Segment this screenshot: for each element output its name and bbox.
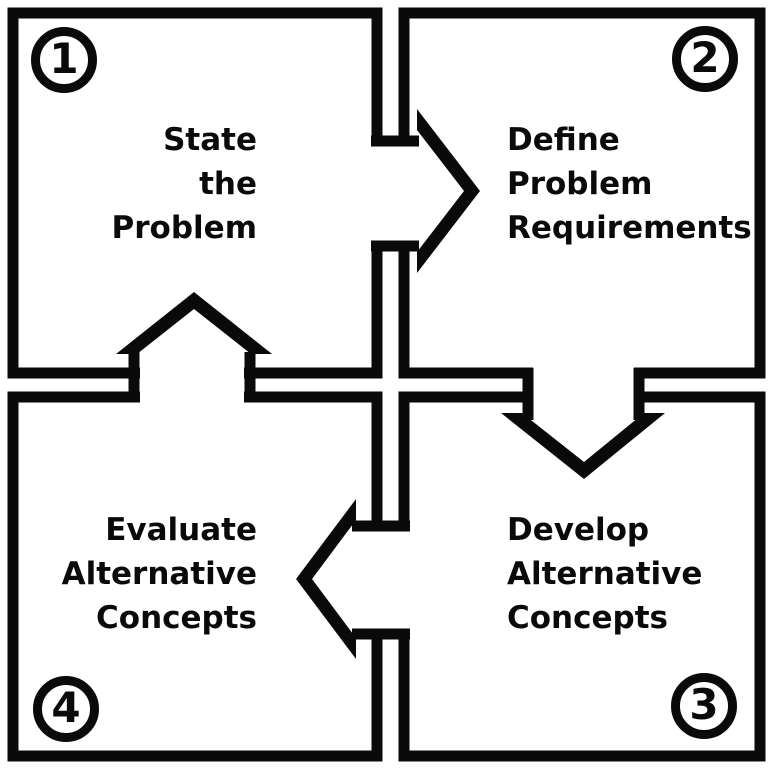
arrow-4-to-1-head-icon xyxy=(116,292,272,354)
step-3-label-line: Alternative xyxy=(507,556,703,592)
step-1-label-line: Problem xyxy=(111,210,257,246)
arrow-1-to-2-head-icon xyxy=(417,109,480,273)
arrow-2-to-3-head-icon xyxy=(501,413,665,479)
arrow-2-to-3-channel-caps xyxy=(522,368,645,420)
step-4-number: 4 xyxy=(51,683,81,732)
step-4-label: Evaluate Alternative Concepts xyxy=(40,508,257,640)
step-2-label-line: Requirements xyxy=(507,210,752,246)
box-3-outline xyxy=(398,391,766,762)
box-2-outline xyxy=(398,7,766,379)
step-1-label: State the Problem xyxy=(40,118,257,250)
step-3-label: Develop Alternative Concepts xyxy=(507,508,702,640)
step-3-badge: 3 xyxy=(671,673,737,739)
step-1-number: 1 xyxy=(49,34,79,83)
box-1-outline xyxy=(7,7,383,379)
step-1-label-line: the xyxy=(199,166,257,202)
step-3-label-line: Develop xyxy=(507,512,650,548)
arrow-3-to-4-head-icon xyxy=(296,499,356,659)
step-2-number: 2 xyxy=(690,33,720,82)
step-2-label-line: Define xyxy=(507,122,620,158)
step-1-label-line: State xyxy=(163,122,257,158)
step-2-label-line: Problem xyxy=(507,166,653,202)
step-4-badge: 4 xyxy=(33,676,99,742)
arrow-4-to-1-channel-caps xyxy=(128,352,256,402)
step-4-label-line: Alternative xyxy=(61,556,257,592)
step-4-label-line: Evaluate xyxy=(105,512,257,548)
step-2-label: Define Problem Requirements xyxy=(507,118,752,250)
step-1-badge: 1 xyxy=(31,27,97,93)
box-4-outline xyxy=(7,391,383,762)
step-4-label-line: Concepts xyxy=(96,600,257,636)
step-3-number: 3 xyxy=(689,680,719,729)
step-3-label-line: Concepts xyxy=(507,600,668,636)
arrow-3-to-4-channel-caps xyxy=(352,520,410,640)
step-2-badge: 2 xyxy=(672,26,738,92)
arrow-1-to-2-channel-caps xyxy=(371,135,419,252)
